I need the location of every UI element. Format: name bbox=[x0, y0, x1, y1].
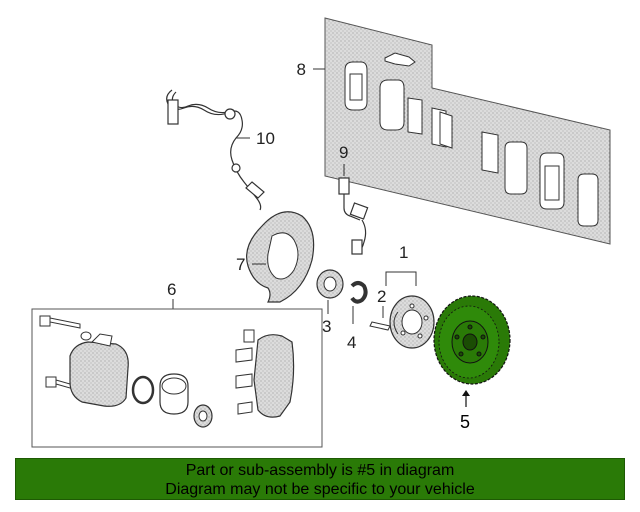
snap-ring[interactable] bbox=[350, 281, 368, 304]
wheel-stud[interactable] bbox=[369, 321, 391, 331]
callout-2: 2 bbox=[377, 287, 386, 306]
callout-6: 6 bbox=[167, 280, 176, 299]
abs-sensor[interactable] bbox=[166, 89, 265, 211]
leader-bracket bbox=[385, 271, 417, 286]
callout-9: 9 bbox=[339, 143, 348, 162]
wheel-bearing[interactable] bbox=[316, 269, 344, 299]
callout-4: 4 bbox=[347, 333, 356, 352]
banner-line-part: Part or sub-assembly is #5 in diagram bbox=[185, 462, 455, 479]
callout-7: 7 bbox=[236, 255, 245, 274]
brake-rotor[interactable] bbox=[433, 295, 511, 385]
wheel-hub[interactable] bbox=[389, 295, 435, 349]
callout-10: 10 bbox=[256, 129, 275, 148]
callout-3: 3 bbox=[322, 317, 331, 336]
arrowhead bbox=[462, 390, 470, 396]
part-info-banner: Part or sub-assembly is #5 in diagram Di… bbox=[15, 458, 625, 500]
splash-shield[interactable] bbox=[246, 211, 315, 303]
callout-5: 5 bbox=[460, 412, 470, 432]
callout-8: 8 bbox=[297, 60, 306, 79]
callout-1: 1 bbox=[399, 243, 408, 262]
caliper-assembly-panel[interactable] bbox=[31, 308, 323, 448]
brake-pad-set-panel[interactable] bbox=[324, 17, 611, 245]
brake-hose[interactable] bbox=[338, 177, 369, 255]
banner-line-disclaimer: Diagram may not be specific to your vehi… bbox=[165, 481, 475, 498]
exploded-parts-diagram: 8 10 9 7 3 4 1 2 bbox=[31, 17, 611, 448]
